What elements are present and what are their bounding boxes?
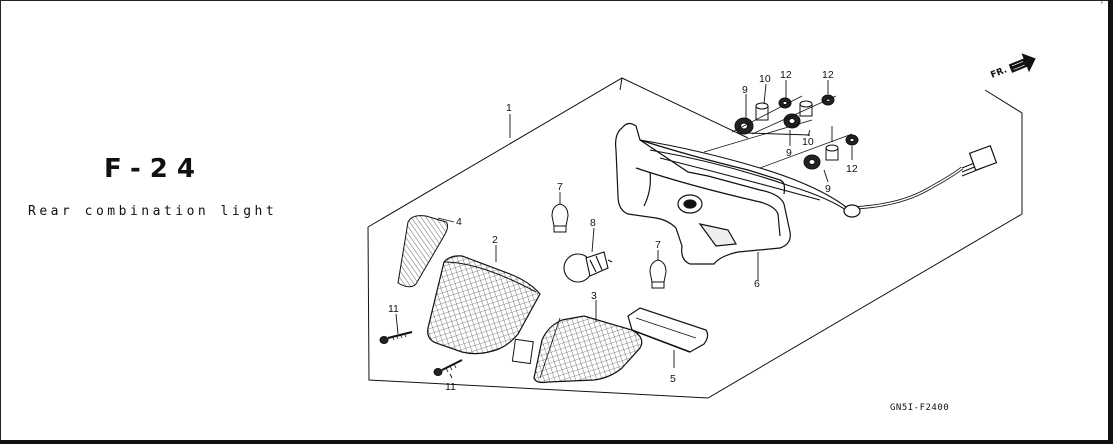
callout-12-right: 12 <box>822 69 834 81</box>
assembly-outline <box>367 77 1023 399</box>
section-code: F-24 <box>104 154 204 184</box>
callout-7-lower: 7 <box>655 239 661 251</box>
collar-lower <box>825 144 839 161</box>
callout-12-lower: 12 <box>846 163 858 175</box>
callout-3: 3 <box>591 290 597 302</box>
screw-upper <box>379 331 413 344</box>
callout-2: 2 <box>492 234 498 246</box>
callout-9-lower: 9 <box>825 183 831 195</box>
side-reflector-part <box>397 215 449 288</box>
callout-11-lower: 11 <box>445 381 456 393</box>
license-lens-part <box>627 307 709 353</box>
small-bulb-part-lower <box>649 259 667 289</box>
light-housing-part <box>615 122 791 265</box>
front-label: FR. <box>989 65 1008 81</box>
callout-8: 8 <box>590 217 596 229</box>
callout-7-upper: 7 <box>557 181 563 193</box>
section-title: Rear combination light <box>28 204 278 219</box>
main-lens-part <box>427 255 541 365</box>
callout-5: 5 <box>670 373 676 385</box>
small-bulb-part-upper <box>551 203 569 233</box>
front-direction-indicator: FR. <box>989 53 1036 81</box>
mounting-hardware <box>703 94 859 170</box>
collar-right <box>799 100 813 117</box>
page-border-right <box>1108 0 1113 444</box>
leader-lines <box>395 80 853 379</box>
callout-10-lower: 10 <box>802 136 814 148</box>
wiring-harness <box>639 139 998 218</box>
nut-lower-right <box>845 134 859 146</box>
nut-upper-left <box>778 97 792 109</box>
callout-12-left: 12 <box>780 69 792 81</box>
collar-upper <box>755 102 769 121</box>
callout-11-upper: 11 <box>388 303 399 315</box>
page-border-bottom <box>0 440 1113 444</box>
corner-mark: ' <box>1101 0 1103 10</box>
callout-9-upper: 9 <box>742 84 748 96</box>
callout-1: 1 <box>506 102 512 114</box>
drawing-code: GN5I-F2400 <box>890 403 949 413</box>
callout-6: 6 <box>754 278 760 290</box>
lower-lens-part <box>533 315 643 384</box>
grommet-lower <box>803 154 821 170</box>
large-bulb-part <box>563 251 613 283</box>
callout-10-upper: 10 <box>759 73 771 85</box>
screw-lower <box>433 359 463 376</box>
callout-9-mid: 9 <box>786 147 792 159</box>
callout-4: 4 <box>456 216 462 228</box>
front-arrow-icon <box>1008 53 1036 73</box>
